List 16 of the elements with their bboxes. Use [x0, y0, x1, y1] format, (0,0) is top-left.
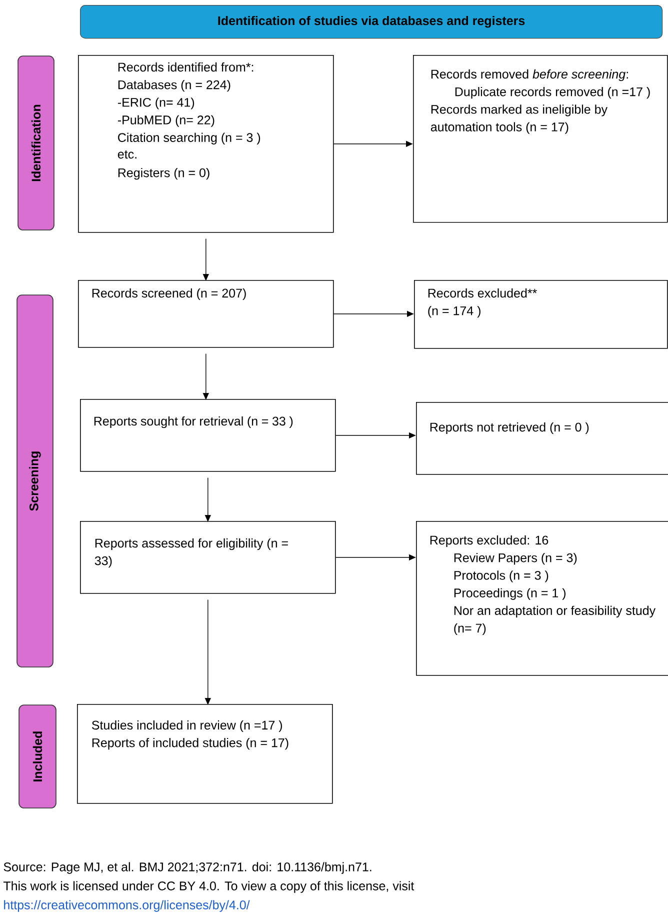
- process-box: Records removed before screening: Duplicate records removed (n =17 ) Records marked as ineligible by automation tools (n = 17): [413, 55, 668, 223]
- source-note: Source: Page MJ, et al. BMJ 2021;372:n71. doi: 10.1136/bmj.n71.: [4, 862, 372, 874]
- process-box: Reports not retrieved (n = 0 ): [416, 402, 668, 475]
- process-box: Reports assessed for eligibility (n = 33): [80, 521, 336, 594]
- process-box: Records screened (n = 207): [78, 280, 334, 348]
- source-note: This work is licensed under CC BY 4.0. To view a copy of this license, visit: [3, 881, 414, 893]
- process-box: Reports excluded: 16 Review Papers (n = 3) Protocols (n = 3 ) Proceedings (n = 1 ) Nor an adaptation or feasibility study (n= 7): [416, 521, 668, 676]
- stage-tab: Identification: [18, 56, 54, 230]
- process-box: Records excluded** (n = 174 ): [414, 280, 668, 349]
- process-box: Studies included in review (n =17 ) Reports of included studies (n = 17): [77, 704, 333, 804]
- stage-tab: Included: [18, 704, 56, 808]
- process-box: Records identified from*: Databases (n = 224) -ERIC (n= 41) -PubMED (n= 22) Citation searching (n = 3 ) etc. Registers (n = 0): [78, 55, 334, 233]
- process-box: Reports sought for retrieval (n = 33 ): [80, 399, 336, 472]
- phase-banner: Identification of studies via databases and registers: [80, 5, 663, 39]
- link: https://creativecommons.org/licenses/by/4.0/: [4, 900, 250, 912]
- stage-tab: Screening: [16, 294, 54, 668]
